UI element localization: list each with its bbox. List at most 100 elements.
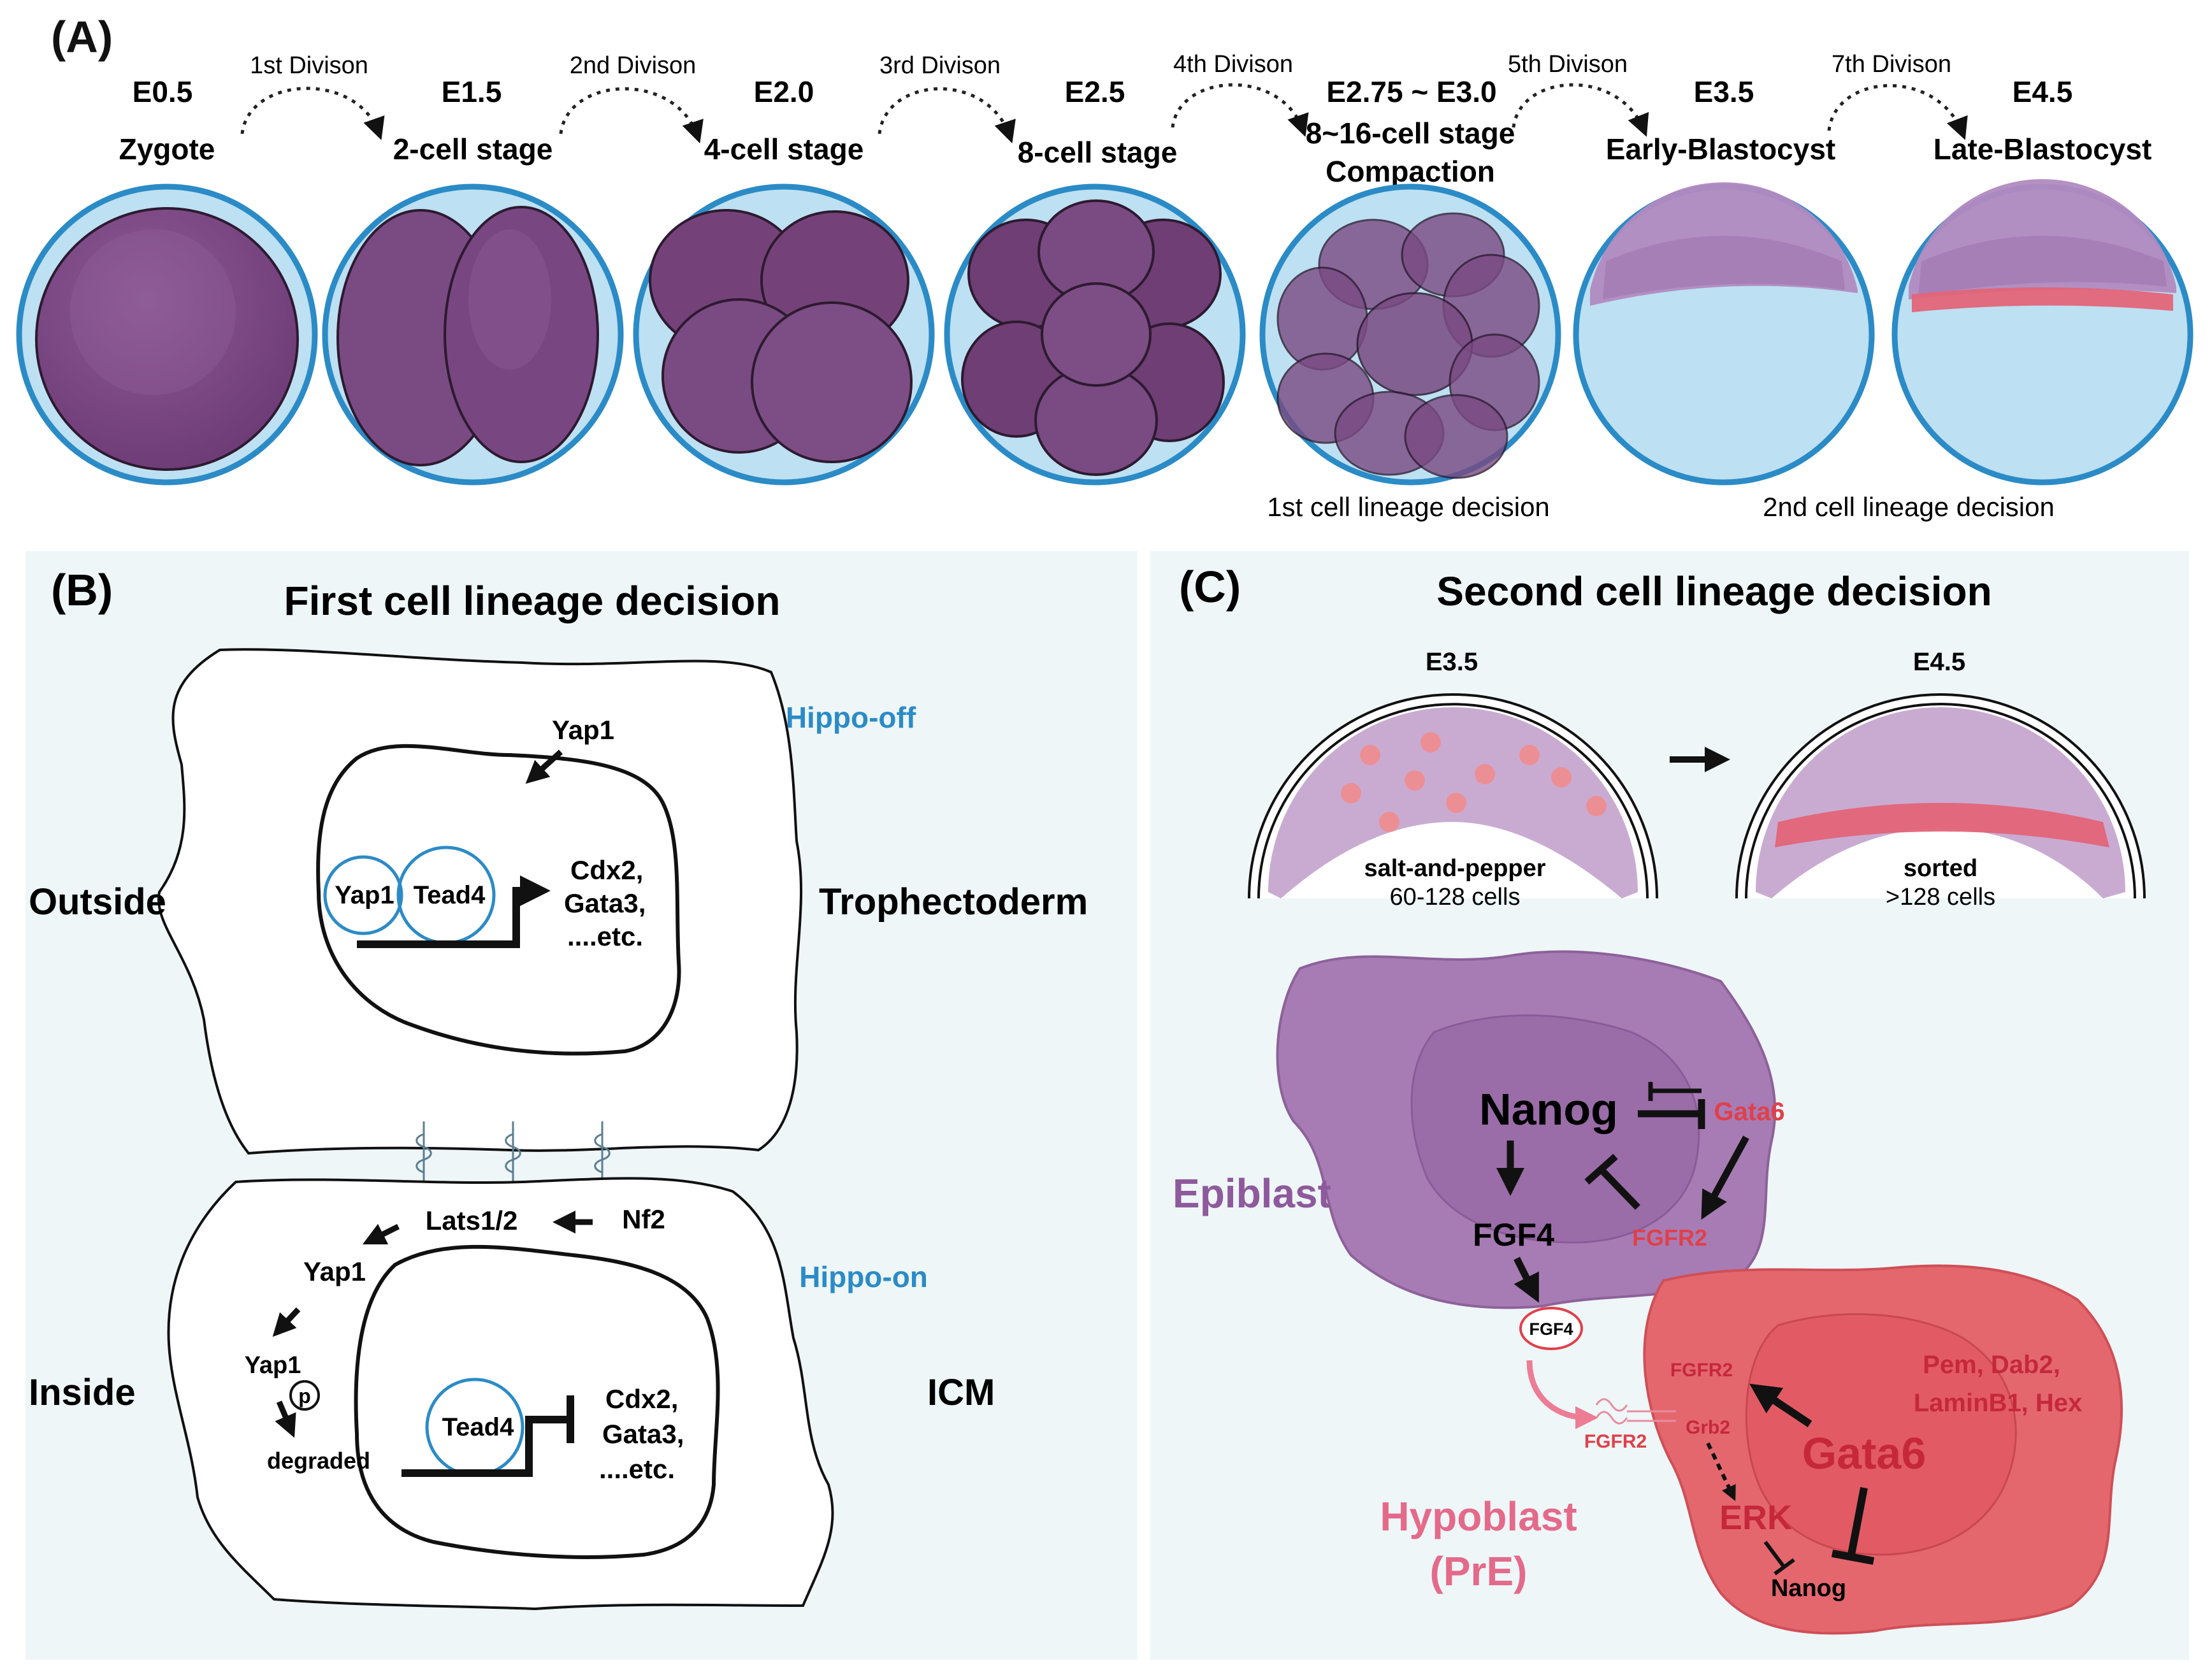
stage-time-e35: E3.5	[1694, 75, 1754, 108]
division-arrow-7	[1827, 83, 1968, 140]
yap1-inside-label: Yap1	[303, 1256, 366, 1286]
pre-label: (PrE)	[1430, 1548, 1528, 1594]
stage-time-e45: E4.5	[2013, 75, 2073, 108]
panel-b-title: First cell lineage decision	[284, 578, 781, 624]
fgfr2-epi-label: FGFR2	[1632, 1225, 1707, 1251]
stage-name-zygote: Zygote	[119, 133, 215, 166]
gata6-nanog-inhibition	[1648, 1082, 1702, 1101]
stage-name-late-blastocyst: Late-Blastocyst	[1934, 133, 2152, 166]
yap1-complex-label: Yap1	[335, 881, 394, 909]
degraded-label: degraded	[267, 1448, 370, 1474]
outside-nucleus	[316, 744, 681, 1056]
sorted-label: sorted	[1904, 855, 1977, 882]
embryo-2cell	[322, 184, 624, 486]
stage-name-8cell: 8-cell stage	[1018, 136, 1178, 169]
fgfr2-grb2-dashed-arrow	[1706, 1442, 1736, 1501]
gata6-hypo-label: Gata6	[1802, 1429, 1926, 1478]
stage-time-e15: E1.5	[442, 75, 502, 108]
embryo-compaction	[1259, 184, 1561, 486]
stage-time-e05: E0.5	[133, 75, 193, 108]
embryo-late-blastocyst	[1891, 179, 2194, 486]
yap1-phos-label: Yap1	[245, 1352, 301, 1379]
lats-label: Lats1/2	[426, 1206, 518, 1235]
grb2-label: Grb2	[1686, 1417, 1730, 1438]
embryo-early-blastocyst	[1573, 182, 1875, 486]
outside-label: Outside	[29, 881, 166, 923]
target-cdx2-bottom: Cdx2,	[605, 1384, 678, 1414]
panel-c: (C) Second cell lineage decision E3.5 sa…	[1150, 551, 2189, 1660]
halfembryo-e35	[1248, 693, 1658, 899]
nanog-gata6-inhibition	[1638, 1099, 1705, 1129]
halfembryo-e45-label: E4.5	[1913, 648, 1965, 676]
epiblast-label: Epiblast	[1173, 1170, 1331, 1216]
embryo-4cell	[633, 184, 935, 486]
stage-name-816cell: 8~16-cell stage	[1306, 117, 1515, 150]
ligand-binding-arrow	[1526, 1360, 1598, 1429]
stage-time-e20: E2.0	[754, 75, 814, 108]
panel-c-label: (C)	[1179, 562, 1241, 612]
panel-a: (A) E0.5 Zygote E1.5 2-cell stage E2.0 4…	[16, 12, 2194, 522]
panel-b-label: (B)	[51, 565, 113, 615]
gata6-epi-label: Gata6	[1714, 1098, 1784, 1126]
panel-c-title: Second cell lineage decision	[1436, 568, 1992, 614]
inside-nucleus	[354, 1244, 720, 1559]
division-label-5: 5th Divison	[1508, 51, 1628, 78]
tead4-complex-label: Tead4	[414, 881, 486, 909]
division-arrow-5	[1512, 83, 1649, 137]
yap1-complex-circle	[323, 855, 403, 935]
markers-line-2: LaminB1, Hex	[1914, 1389, 2083, 1417]
fgfr2-receptor-icon	[1595, 1398, 1676, 1425]
panel-b: (B) First cell lineage decision Hippo-of…	[25, 551, 1138, 1660]
phosphate-label: p	[298, 1385, 311, 1407]
division-arrow-3	[878, 87, 1016, 143]
repression-promoter-line	[401, 1416, 570, 1477]
yap1-top-label: Yap1	[552, 715, 614, 745]
fgfr2-hypo-label: FGFR2	[1670, 1360, 1733, 1381]
cell-junctions	[416, 1121, 611, 1188]
embryo-8cell	[944, 184, 1246, 486]
embryo-zygote	[16, 184, 318, 486]
stage-time-e25: E2.5	[1065, 75, 1125, 108]
division-label-3: 3rd Divison	[879, 52, 1001, 79]
lats-arrow	[362, 1223, 400, 1245]
gata6-fgfr2-arrow	[1701, 1135, 1749, 1220]
tead4-inside-label: Tead4	[442, 1413, 514, 1441]
salt-and-pepper-label: salt-and-pepper	[1364, 855, 1545, 882]
nf2-label: Nf2	[622, 1204, 665, 1234]
nanog-label: Nanog	[1479, 1084, 1618, 1134]
sorted-cells: >128 cells	[1886, 884, 1995, 911]
division-arrow-4	[1171, 83, 1309, 137]
halfembryo-e45	[1735, 693, 2146, 899]
division-label-2: 2nd Divison	[570, 52, 697, 79]
hippo-off-label: Hippo-off	[786, 701, 916, 734]
trophectoderm-label: Trophectoderm	[819, 881, 1088, 923]
markers-line-1: Pem, Dab2,	[1923, 1351, 2060, 1379]
target-gata3-top: Gata3,	[564, 888, 646, 918]
degradation-arrow	[275, 1400, 296, 1438]
fgf4-secretion-arrow	[1514, 1256, 1539, 1303]
activation-promoter-arrow	[357, 875, 551, 948]
decision-1-label: 1st cell lineage decision	[1267, 492, 1550, 522]
decision-2-label: 2nd cell lineage decision	[1763, 492, 2055, 522]
stage-name-compaction: Compaction	[1326, 155, 1495, 188]
fgf4-ligand	[1519, 1307, 1583, 1350]
panel-a-label: (A)	[51, 12, 113, 62]
division-label-1: 1st Divison	[250, 52, 368, 79]
target-etc-bottom: ....etc.	[599, 1454, 675, 1484]
yap1-phos-arrow	[272, 1307, 301, 1337]
hypoblast-label: Hypoblast	[1380, 1494, 1577, 1539]
gata6-fgfr2-hypo-arrow	[1749, 1383, 1812, 1427]
nanog-hypo-label: Nanog	[1771, 1575, 1846, 1602]
target-cdx2-top: Cdx2,	[570, 855, 643, 885]
target-etc-top: ....etc.	[567, 921, 643, 951]
division-arrow-2	[559, 87, 704, 143]
icm-label: ICM	[927, 1372, 995, 1413]
erk-nanog-inhibition	[1763, 1541, 1795, 1576]
fgf4-label: FGF4	[1473, 1217, 1554, 1253]
inside-label: Inside	[29, 1372, 136, 1413]
hippo-on-label: Hippo-on	[799, 1260, 928, 1293]
fgfr2-receptor-label: FGFR2	[1584, 1431, 1647, 1452]
fgfr2-nanog-inhibition	[1584, 1153, 1640, 1210]
stage-time-e275: E2.75 ~ E3.0	[1326, 75, 1496, 108]
